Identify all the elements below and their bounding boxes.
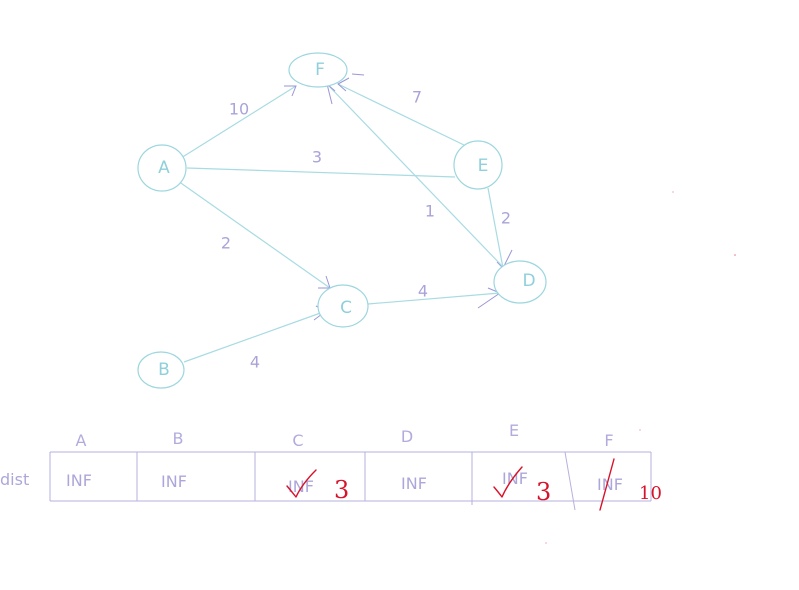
strike-mark-f (599, 458, 615, 511)
node-c: C (317, 284, 369, 328)
node-d-label: D (522, 271, 535, 291)
edge-a-c (177, 180, 331, 289)
update-value-c: 3 (334, 476, 349, 504)
update-value-f: 10 (639, 483, 662, 504)
node-c-label: C (340, 298, 352, 318)
edge-weights-layer: 10 3 2 4 4 7 2 1 (221, 88, 511, 372)
edge-a-e (186, 167, 456, 178)
node-f: F (288, 52, 348, 88)
dist-row-label: dist (0, 470, 29, 489)
weight-a-f: 10 (229, 100, 249, 119)
node-b-label: B (158, 360, 170, 380)
col-head-a: A (76, 431, 87, 450)
edge-b-c (183, 310, 327, 363)
edge-e-d (487, 187, 504, 269)
cell-value-e: INF (502, 469, 528, 488)
stray-dot-1 (734, 254, 736, 256)
nodes-layer: A B C D E F (137, 52, 547, 389)
col-head-c: C (292, 431, 303, 450)
node-b-ellipse (137, 351, 185, 389)
col-head-d: D (401, 427, 413, 446)
stray-dot-2 (672, 191, 674, 193)
node-a-ellipse (137, 144, 187, 192)
node-a-label: A (158, 158, 170, 178)
edge-e-f (337, 83, 465, 146)
node-e-label: E (478, 156, 489, 176)
node-e: E (453, 140, 503, 190)
node-a: A (137, 144, 187, 192)
weight-b-c: 4 (250, 353, 260, 372)
cell-value-c: INF (288, 477, 314, 496)
cell-value-b: INF (161, 472, 187, 491)
node-d-ellipse (493, 260, 547, 304)
cell-value-f: INF (597, 475, 623, 494)
cell-value-d: INF (401, 474, 427, 493)
node-f-label: F (315, 60, 325, 80)
cell-value-a: INF (66, 471, 92, 490)
col-head-f: F (604, 431, 613, 450)
edge-a-f (180, 85, 297, 159)
weight-e-f: 7 (412, 88, 422, 107)
node-b: B (137, 351, 185, 389)
weight-e-d: 2 (501, 209, 511, 228)
node-d: D (493, 260, 547, 304)
col-head-b: B (173, 429, 184, 448)
weight-a-c: 2 (221, 234, 231, 253)
weight-c-d: 4 (418, 282, 428, 301)
edge-c-d (367, 292, 501, 305)
stray-dot-4 (545, 542, 547, 544)
weight-f-d: 1 (425, 202, 435, 221)
stray-dot-3 (639, 429, 641, 431)
edge-f-d (326, 83, 505, 269)
table-divider-ef (564, 451, 576, 511)
check-mark-e (493, 466, 523, 498)
edge-a-f-arrowhead (284, 85, 297, 97)
check-mark-c (286, 469, 317, 498)
col-head-e: E (509, 421, 519, 440)
node-c-ellipse (317, 284, 369, 328)
update-value-e: 3 (536, 478, 551, 506)
dist-table: dist A B C D E F INF INF INF INF INF INF… (0, 421, 662, 511)
node-f-ellipse (288, 52, 348, 88)
weight-a-e: 3 (312, 148, 322, 167)
edge-e-f-arrowhead (337, 73, 365, 92)
node-e-ellipse (453, 140, 503, 190)
